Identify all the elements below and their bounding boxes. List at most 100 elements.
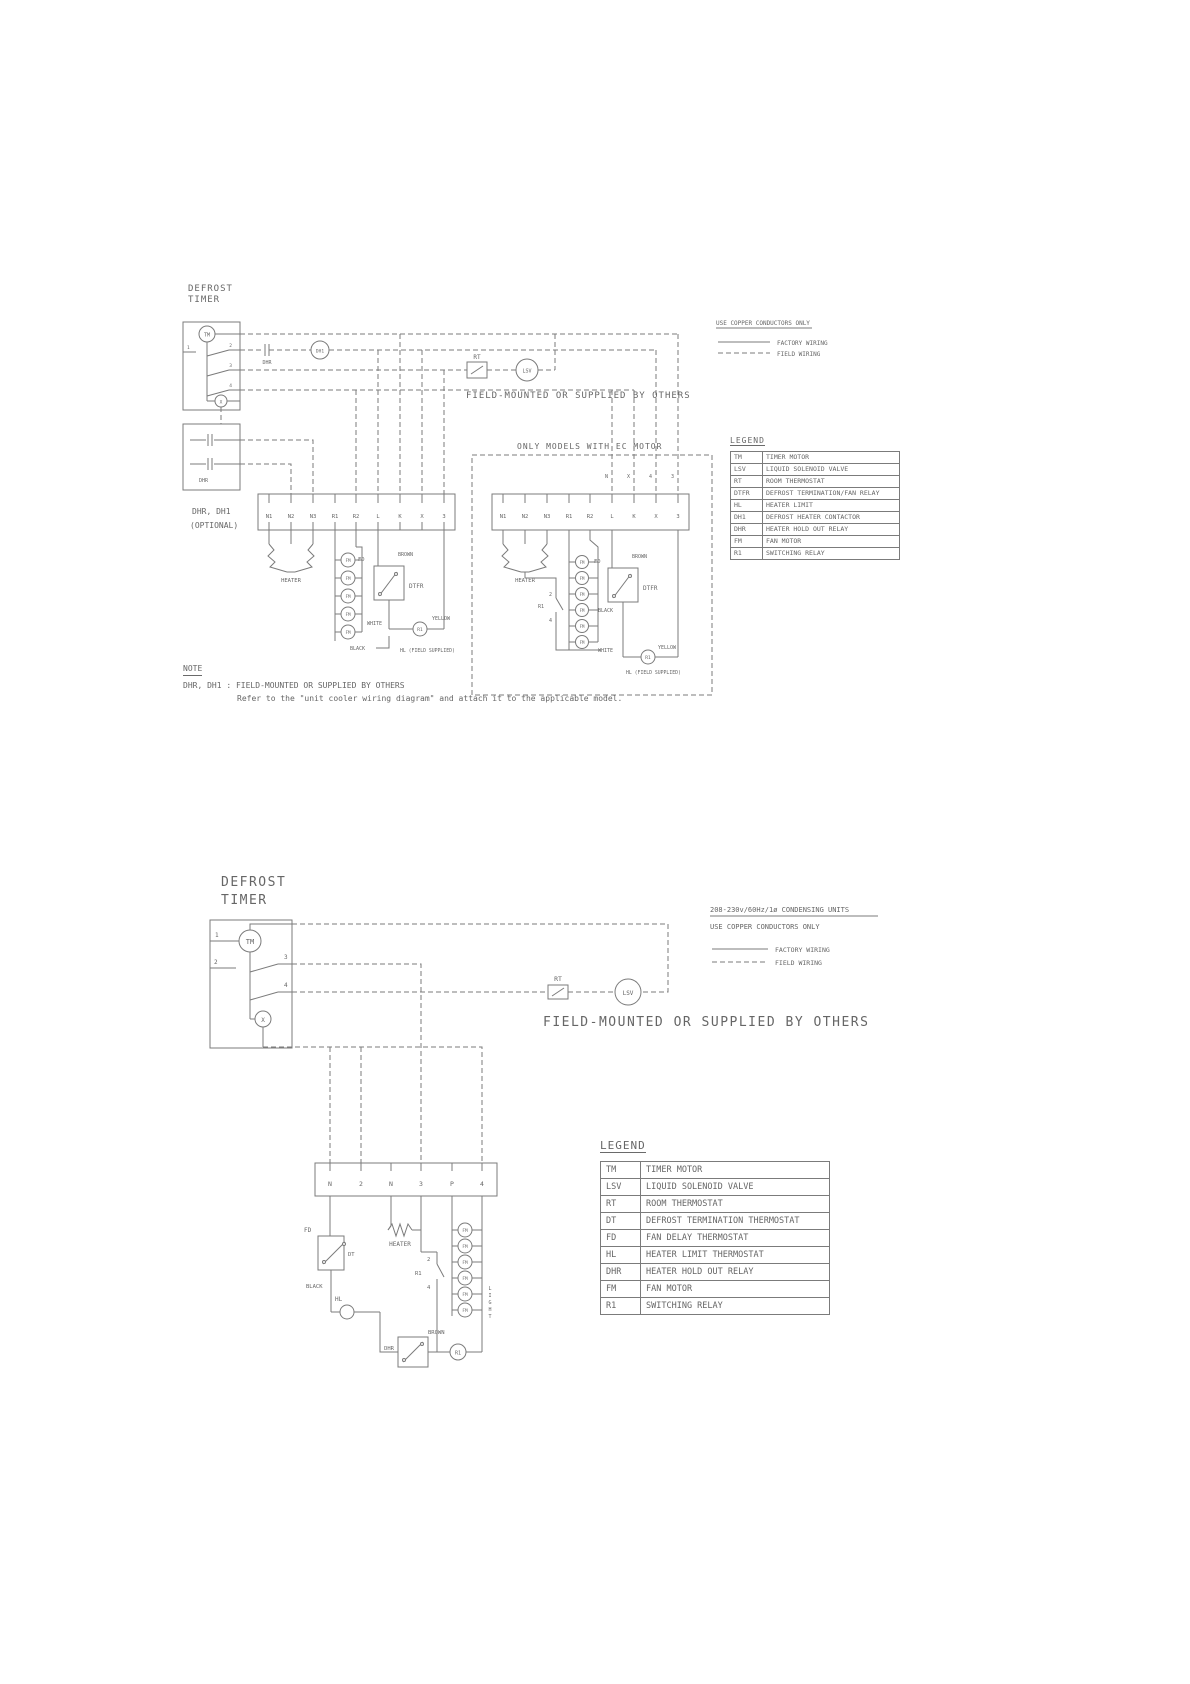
legend-desc: DEFROST HEATER CONTACTOR xyxy=(762,511,900,524)
r1-contact-pin2-2: 2 xyxy=(427,1257,430,1263)
timer-pin-4: 4 xyxy=(229,383,232,389)
title-line: TIMER xyxy=(188,295,221,305)
hl-note-ec: HL (FIELD SUPPLIED) xyxy=(626,670,681,676)
black-wire-label-2: BLACK xyxy=(306,1284,323,1290)
lsv-label-2: LSV xyxy=(623,990,634,997)
fd-label-ec: FD xyxy=(594,559,601,565)
terminal-label: K xyxy=(398,514,402,520)
legend-abbr: DTFR xyxy=(730,487,763,500)
fm-label: FM xyxy=(462,1292,468,1298)
fm-label: FM xyxy=(462,1244,468,1250)
heater-label-1: HEATER xyxy=(281,578,302,584)
defrost-timer-2: TM 1 2 3 4 X xyxy=(209,919,293,1049)
dtfr-label-1: DTFR xyxy=(409,583,424,590)
r1-contact-label-2: R1 xyxy=(415,1271,422,1277)
legend-abbr: DHR xyxy=(600,1263,641,1281)
terminal-label: 3 xyxy=(419,1180,423,1188)
legend-desc: HEATER LIMIT THERMOSTAT xyxy=(640,1246,830,1264)
timer-pin-2: 2 xyxy=(229,343,232,349)
title-line: TIMER xyxy=(221,893,268,908)
terminal-label: X xyxy=(654,514,658,520)
dhr-label-2: DHR xyxy=(384,1346,395,1352)
timer2-pin-3: 3 xyxy=(284,954,288,961)
terminal-label: R2 xyxy=(587,514,594,520)
timer-pin-1: 1 xyxy=(187,345,190,351)
legend-desc: HEATER LIMIT xyxy=(762,499,900,512)
fan-delay-box xyxy=(317,1235,345,1271)
lsv-label: LSV xyxy=(522,369,531,375)
legend-abbr: FM xyxy=(600,1280,641,1298)
terminal-label: 3 xyxy=(676,514,679,520)
terminal-label: 3 xyxy=(442,514,445,520)
ec-motor-section: ONLY MODELS WITH EC MOTOR N X 4 3 N1 N2 … xyxy=(471,442,713,696)
ec-motor-boundary xyxy=(471,454,713,696)
legend-desc: TIMER MOTOR xyxy=(640,1161,830,1179)
terminal-label: N3 xyxy=(544,514,551,520)
terminal-label: 4 xyxy=(480,1180,484,1188)
legend-desc: SWITCHING RELAY xyxy=(762,547,900,560)
light-wire-tag: LIGHT xyxy=(487,1286,493,1321)
fan-motors-ec: FM FM FM FM FM FM xyxy=(569,555,598,649)
terminal-block-2 xyxy=(314,1162,498,1197)
optional-relay-box: DHR DHR, DH1 (OPTIONAL) xyxy=(182,423,314,530)
legend-abbr: TM xyxy=(730,451,763,464)
entry-tag: N xyxy=(605,474,608,480)
legend-bottom-title: LEGEND xyxy=(600,1139,646,1153)
legend-abbr: R1 xyxy=(600,1297,641,1315)
legend-abbr: HL xyxy=(730,499,763,512)
legend-desc: FAN MOTOR xyxy=(762,535,900,548)
r1-contact-label: R1 xyxy=(538,604,544,610)
bottom-diagram-title: DEFROST TIMER xyxy=(221,874,286,910)
brown-wire-label-1: BROWN xyxy=(398,552,413,558)
timer-pin-3: 3 xyxy=(229,363,232,369)
fan-motors-2: FM FM FM FM FM FM xyxy=(452,1222,482,1318)
legend-abbr: FM xyxy=(730,535,763,548)
legend-desc: HEATER HOLD OUT RELAY xyxy=(640,1263,830,1281)
rt-label-2: RT xyxy=(554,975,562,983)
field-wiring-label-1: FIELD WIRING xyxy=(777,351,821,358)
legend-abbr: RT xyxy=(600,1195,641,1213)
unit-cooler-circuit-1: HEATER FM FM FM FM FM FD BROWN D xyxy=(267,530,455,654)
terminal-label: R1 xyxy=(332,514,339,520)
terminal-strip-2: N 2 N 3 P 4 xyxy=(314,1162,498,1197)
fm-label: FM xyxy=(345,558,351,563)
terminal-label: N2 xyxy=(288,514,295,520)
optional-caption-line2: (OPTIONAL) xyxy=(190,521,238,530)
use-copper-note-2: USE COPPER CONDUCTORS ONLY xyxy=(710,923,820,931)
legend-desc: TIMER MOTOR xyxy=(762,451,900,464)
fm-label: FM xyxy=(462,1308,468,1314)
hl-label-2: HL xyxy=(335,1296,343,1303)
terminal-label: N3 xyxy=(310,514,317,520)
legend-abbr: LSV xyxy=(730,463,763,476)
legend-abbr: DHR xyxy=(730,523,763,536)
r1-label-2: R1 xyxy=(455,1351,461,1357)
heater-label-2: HEATER xyxy=(389,1241,411,1248)
terminal-label: K xyxy=(632,514,636,520)
legend-abbr: RT xyxy=(730,475,763,488)
bottom-diagram: TM 1 2 3 4 X RT LSV xyxy=(209,906,878,1368)
terminal-label: R1 xyxy=(566,514,573,520)
tm-label-2: TM xyxy=(246,938,254,946)
fm-label: FM xyxy=(345,612,351,617)
entry-tag: X xyxy=(627,474,630,480)
dt-label: DT xyxy=(348,1252,355,1258)
white-wire-label-1: WHITE xyxy=(367,621,382,627)
fm-label: FM xyxy=(345,594,351,599)
hl-note-1: HL (FIELD SUPPLIED) xyxy=(400,648,455,654)
note-block: NOTE DHR, DH1 : FIELD-MOUNTED OR SUPPLIE… xyxy=(183,662,622,705)
legend-desc: DEFROST TERMINATION THERMOSTAT xyxy=(640,1212,830,1230)
fm-label: FM xyxy=(580,576,585,581)
bottom-field-wiring: RT LSV xyxy=(263,923,669,1163)
legend-desc: FAN MOTOR xyxy=(640,1280,830,1298)
black-wire-label-1: BLACK xyxy=(350,646,365,652)
